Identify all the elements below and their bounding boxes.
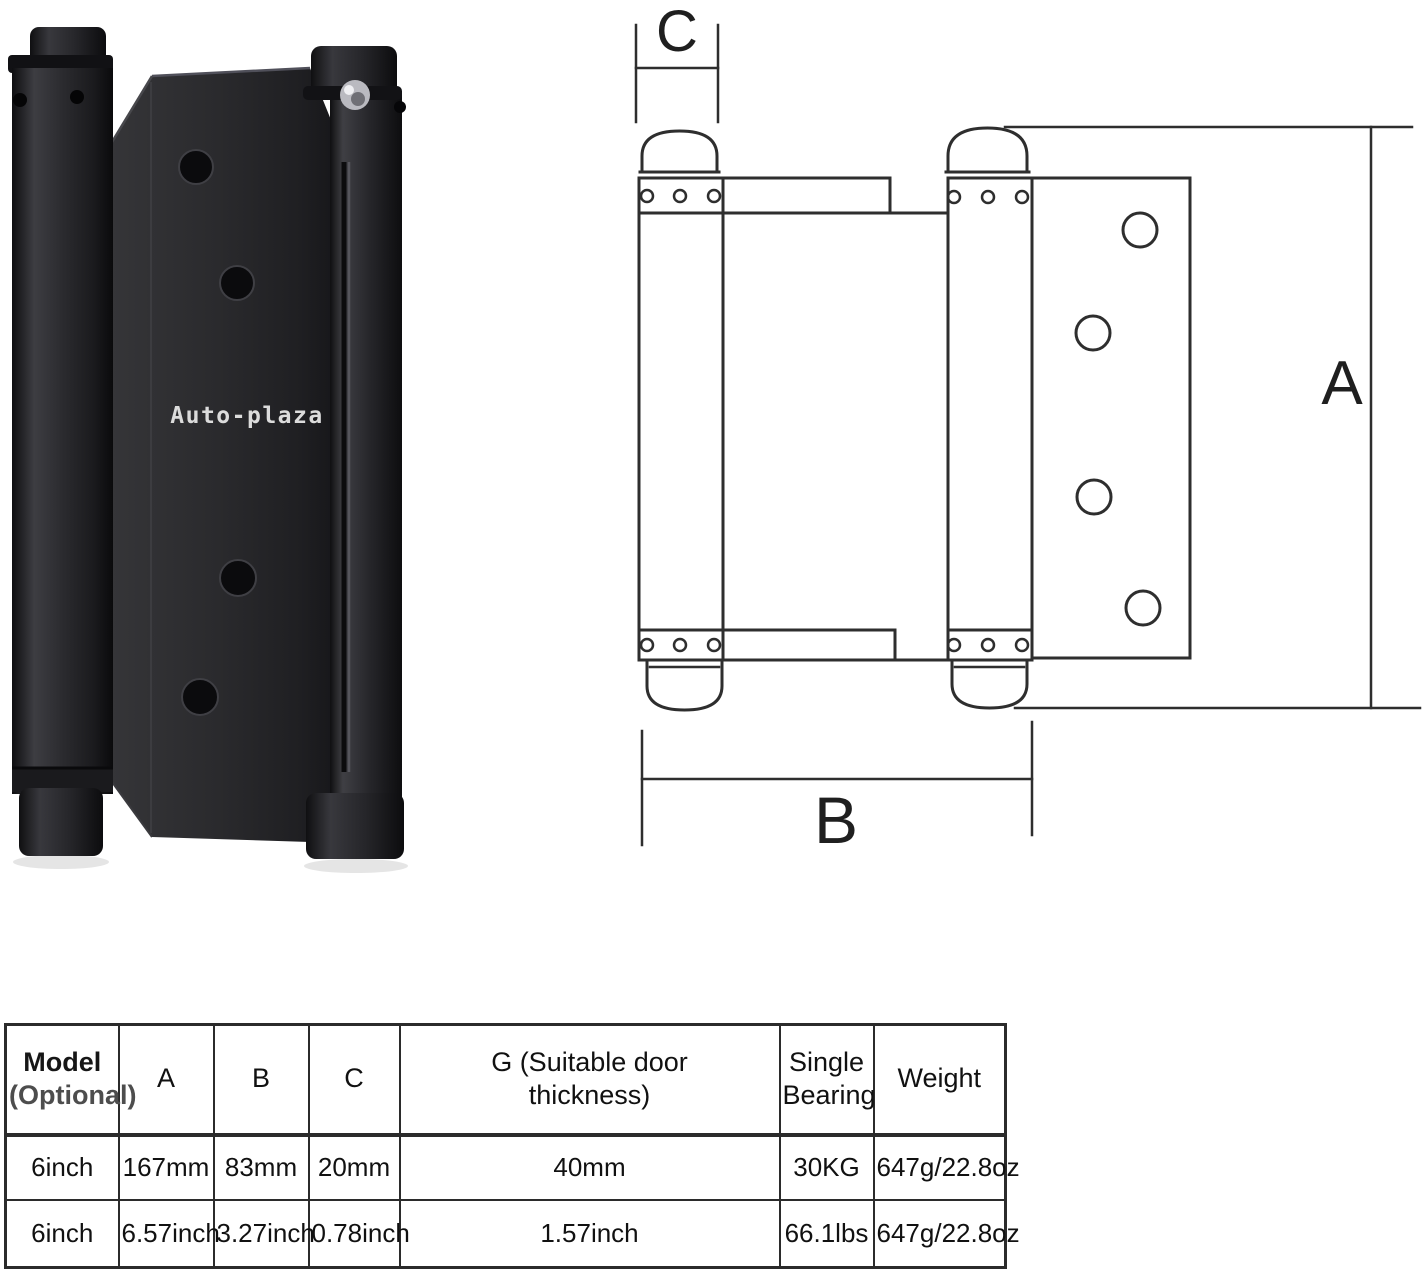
spec-cell: 3.27inch [212, 1198, 315, 1269]
spec-cell: 66.1lbs [778, 1198, 875, 1269]
drawing-leaf-plate [946, 176, 1192, 660]
barrel-pin-hole [70, 90, 84, 104]
col-header-weight: Weight [872, 1023, 1007, 1137]
shadow-right [304, 859, 408, 873]
table-row-metric: 6inch 167mm 83mm 20mm 40mm 30KG 647g/22.… [4, 1133, 1020, 1201]
dim-a [1003, 125, 1422, 710]
brand-label: Auto-plaza [170, 403, 323, 429]
spec-cell: 647g/22.8oz [872, 1133, 1020, 1201]
spec-cell: 6inch [4, 1198, 120, 1269]
spec-cell: 6inch [4, 1133, 120, 1201]
table-header-row: Model (Optional) A B C G (Suitable door … [4, 1023, 1007, 1137]
col-header-g: G (Suitable door thickness) [398, 1023, 781, 1137]
screw-head [340, 80, 370, 110]
model-header-line2: (Optional) [9, 1080, 137, 1111]
spec-table: Model (Optional) A B C G (Suitable door … [4, 1023, 1020, 1269]
table-row-imperial: 6inch 6.57inch 3.27inch 0.78inch 1.57inc… [4, 1198, 1020, 1269]
spec-cell: 20mm [307, 1133, 401, 1201]
hinge-artwork: Auto-plaza [8, 0, 1422, 873]
dimension-diagram: C A B [634, 0, 1422, 857]
product-photo: Auto-plaza [8, 27, 408, 873]
drawing-connecting-bars [637, 176, 1034, 662]
dim-label-c: C [656, 0, 698, 64]
barrel-pin-hole [394, 101, 406, 113]
col-header-b: B [212, 1023, 310, 1137]
dim-label-a: A [1321, 349, 1363, 418]
spec-cell: 0.78inch [307, 1198, 410, 1269]
dim-label-b: B [814, 783, 858, 857]
col-header-a: A [117, 1023, 215, 1137]
spec-cell: 83mm [212, 1133, 310, 1201]
col-header-c: C [307, 1023, 401, 1137]
spec-cell: 40mm [398, 1133, 781, 1201]
left-spring-barrel [8, 27, 113, 856]
drawing-right-barrel [944, 126, 1031, 710]
hinge-plate [110, 66, 348, 842]
spec-cell: 647g/22.8oz [872, 1198, 1020, 1269]
spec-cell: 6.57inch [117, 1198, 220, 1269]
spec-cell: 167mm [117, 1133, 215, 1201]
plate-holes [178, 149, 257, 716]
drawing-left-barrel [637, 129, 725, 712]
spec-cell: 30KG [778, 1133, 875, 1201]
col-header-bearing: Single Bearing [778, 1023, 876, 1137]
col-header-model: Model (Optional) [4, 1023, 137, 1137]
shadow-left [13, 855, 109, 869]
model-header-line1: Model [23, 1046, 102, 1077]
spec-cell: 1.57inch [398, 1198, 781, 1269]
dim-c [634, 23, 720, 124]
barrel-pin-hole [13, 93, 27, 107]
dim-b [640, 720, 1034, 847]
right-spring-barrel [303, 46, 406, 859]
